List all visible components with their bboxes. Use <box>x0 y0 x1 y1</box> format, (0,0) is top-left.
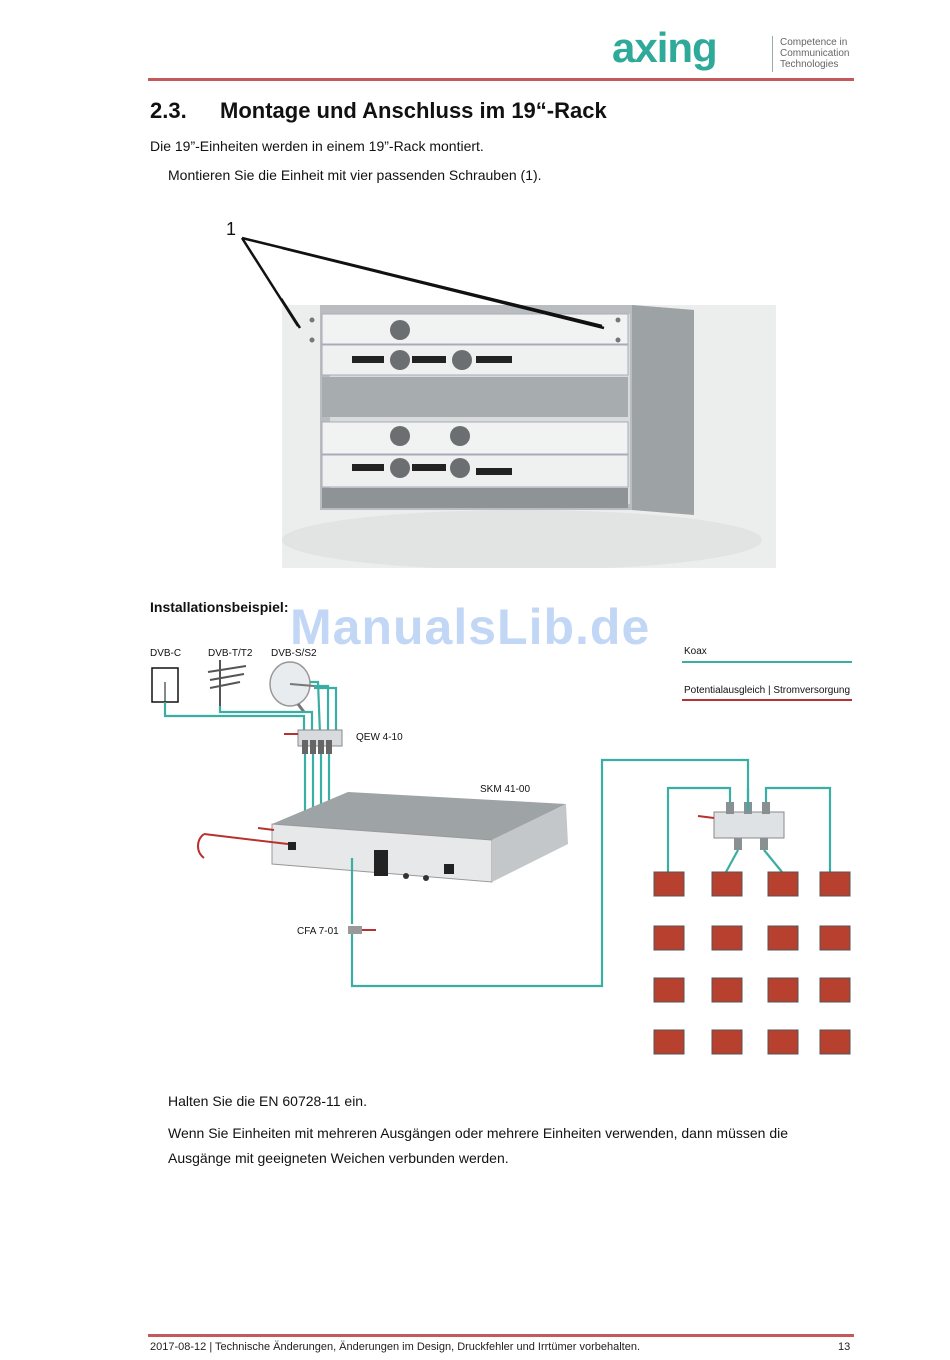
tagline-line: Competence in <box>780 37 848 48</box>
satellite-dish-icon <box>269 661 315 713</box>
outlet-grid <box>653 871 851 1055</box>
page-number: 13 <box>838 1341 851 1353</box>
label-dvbc: DVB-C <box>150 648 182 659</box>
legend-koax: Koax <box>684 646 707 657</box>
rack-callout: 1 <box>226 219 237 239</box>
label-cfa: CFA 7-01 <box>297 926 339 937</box>
terrestrial-antenna-icon <box>207 660 247 706</box>
footer-text: 2017-08-12 | Technische Änderungen, Ände… <box>150 1341 640 1353</box>
note-standard: Halten Sie die EN 60728-11 ein. <box>168 1093 367 1109</box>
label-skm: SKM 41-00 <box>480 784 531 795</box>
watermark: ManualsLib.de <box>290 599 651 655</box>
footer-rule <box>148 1334 854 1337</box>
tagline-line: Technologies <box>780 59 839 70</box>
label-dvbs: DVB-S/S2 <box>271 648 317 659</box>
qew-4-10-device <box>284 729 343 754</box>
splitter-device <box>697 802 785 850</box>
skm-41-00-device <box>271 792 568 883</box>
installation-diagram <box>151 660 852 1055</box>
cfa-7-01-device <box>348 926 376 934</box>
label-qew: QEW 4-10 <box>356 732 403 743</box>
note-outputs-line1: Wenn Sie Einheiten mit mehreren Ausgänge… <box>168 1125 789 1141</box>
label-dvbt: DVB-T/T2 <box>208 648 253 659</box>
rack-figure <box>282 246 776 568</box>
example-heading: Installationsbeispiel: <box>150 599 289 615</box>
legend-power: Potentialausgleich | Stromversorgung <box>684 685 851 696</box>
logo-separator <box>772 36 773 72</box>
tagline-line: Communication <box>780 48 850 59</box>
logo-tagline: Competence in Communication Technologies <box>780 37 849 70</box>
intro-text: Die 19”-Einheiten werden in einem 19”-Ra… <box>150 138 484 154</box>
callout-lines <box>240 236 603 328</box>
section-title: Montage und Anschluss im 19“-Rack <box>220 98 607 123</box>
logo-text: axing <box>612 30 717 71</box>
note-outputs-line2: Ausgänge mit geeigneten Weichen verbunde… <box>168 1150 509 1166</box>
step-text: Montieren Sie die Einheit mit vier passe… <box>168 167 542 183</box>
header-rule <box>148 78 854 81</box>
axing-logo: axing <box>612 30 718 71</box>
section-number: 2.3. <box>150 98 187 123</box>
